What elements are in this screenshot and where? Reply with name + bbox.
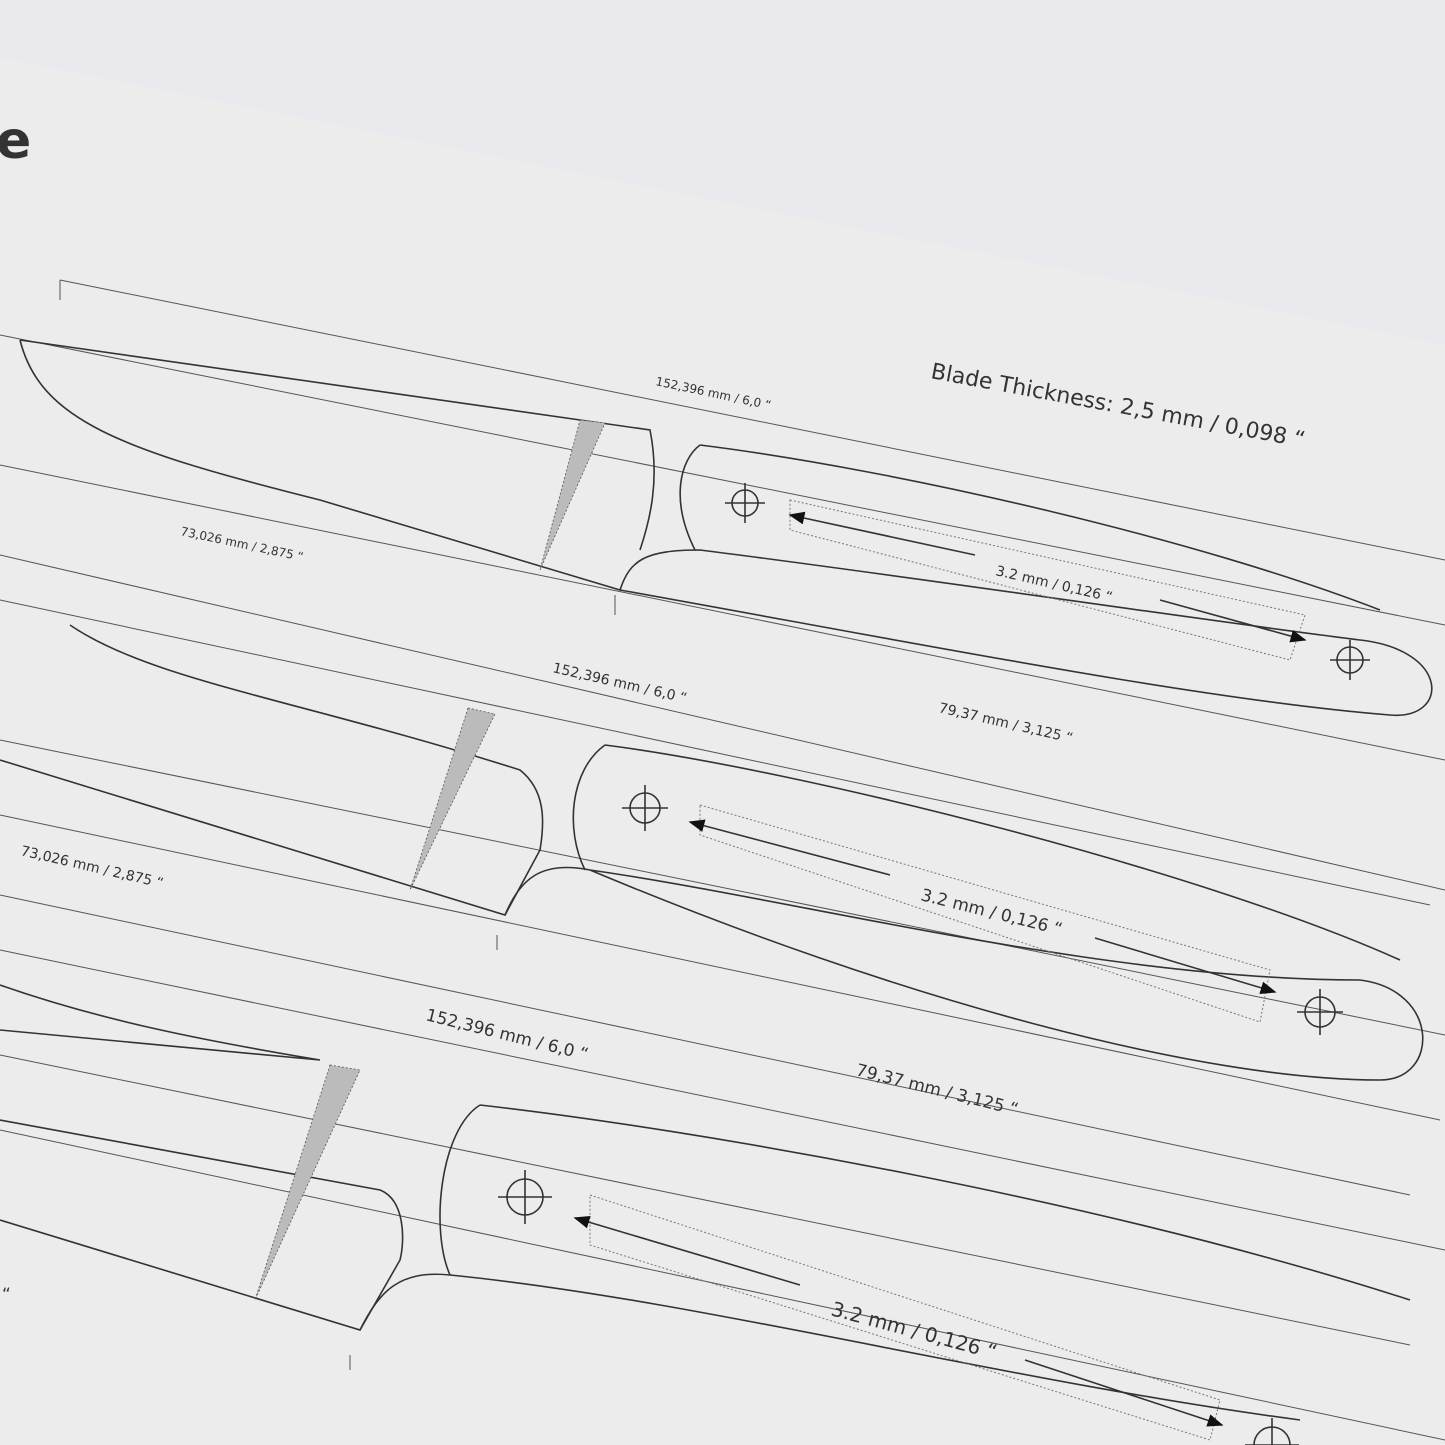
pin-crosshair-icon (498, 1170, 552, 1224)
pin-crosshair-icon (1245, 1418, 1299, 1445)
pin-crosshair-icon (1330, 640, 1370, 680)
paper-sheet (0, 58, 1445, 1445)
page-title-fragment: e (0, 111, 31, 171)
pin-crosshair-icon (1297, 989, 1343, 1035)
pin-crosshair-icon (725, 483, 765, 523)
guide-lines (0, 279, 1445, 1441)
pin-crosshair-icon (622, 785, 668, 831)
partial-mark: “ (2, 1285, 11, 1305)
